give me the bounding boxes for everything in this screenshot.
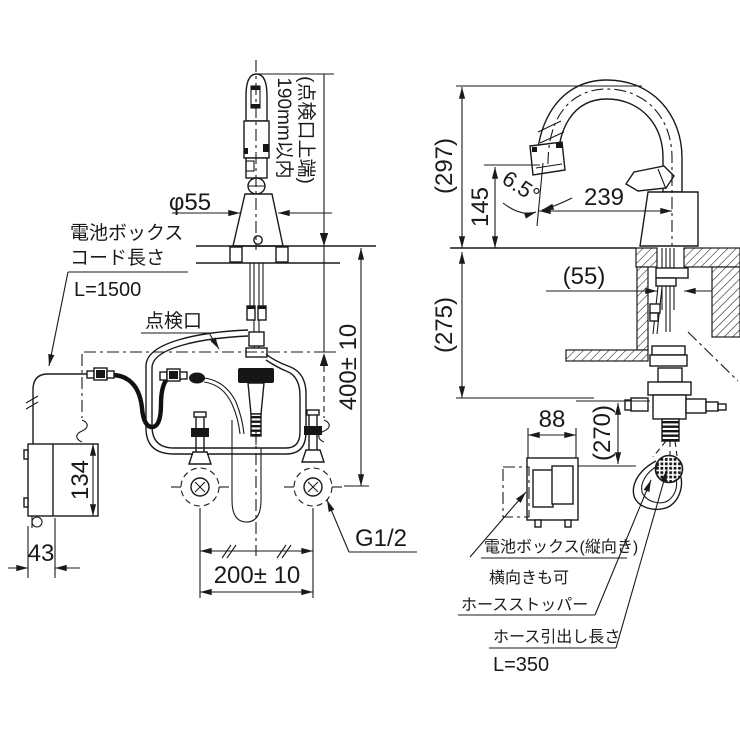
labels-side: 電池ボックス(縦向き) 横向きも可 ホースストッパー ホース引出し長さ L=35… xyxy=(458,469,668,676)
label-sideways-ok: 横向きも可 xyxy=(489,569,569,587)
cable-connector-1 xyxy=(86,367,115,381)
dim-hole-diameter: (55) xyxy=(563,263,606,290)
dim-under-counter: (275) xyxy=(431,297,458,353)
label-hose-stopper: ホースストッパー xyxy=(461,597,588,614)
supply-stop-right xyxy=(284,409,342,507)
label-battery-cord-3: L=1500 xyxy=(74,279,141,301)
dim-spout-height: 145 xyxy=(467,187,494,227)
counter-section-side xyxy=(450,247,740,382)
dim-total-height: (297) xyxy=(431,138,458,194)
dim-battery-height: 134 xyxy=(67,460,94,500)
dim-hose-drop: (270) xyxy=(589,405,616,461)
cable-connector-2 xyxy=(159,368,205,384)
shank-front xyxy=(238,263,274,445)
label-battery-box-side: 電池ボックス(縦向き) xyxy=(484,538,638,556)
label-thread-size: G1/2 xyxy=(355,525,407,552)
shank-side xyxy=(649,248,689,367)
dim-diameter: φ55 xyxy=(169,189,211,216)
label-battery-cord-1: 電池ボックス xyxy=(70,222,183,244)
faucet-body-side xyxy=(529,79,699,247)
supply-stop-left xyxy=(171,411,229,507)
dim-clearance-height-2: (点検口上端) xyxy=(295,76,317,184)
dim-spout-reach: 239 xyxy=(584,184,624,211)
hose-stopper xyxy=(654,454,684,484)
dim-clearance-height-1: 190mm以内 xyxy=(273,77,295,178)
dim-battery-width: 88 xyxy=(539,406,566,433)
battery-box-front xyxy=(23,443,99,528)
dim-pipe-pitch: 200± 10 xyxy=(214,562,301,589)
front-view: 190mm以内 (点検口上端) φ55 400± 10 134 43 xyxy=(8,60,417,598)
label-hose-pullout-value: L=350 xyxy=(493,654,549,676)
hose-loop-side xyxy=(632,460,683,511)
dimensions-front: 190mm以内 (点検口上端) φ55 400± 10 134 43 xyxy=(8,73,369,598)
hoses-front xyxy=(25,329,307,523)
dim-install-height: 400± 10 xyxy=(335,324,362,411)
centerlines-front xyxy=(76,60,336,556)
valve-assembly-side xyxy=(624,367,727,458)
labels-front: 電池ボックス コード長さ L=1500 点検口 G1/2 xyxy=(48,222,417,553)
dim-battery-depth: 43 xyxy=(28,540,55,567)
counter-deck-front xyxy=(196,245,376,264)
battery-box-side xyxy=(502,457,579,528)
side-view: (297) 145 6.5° 239 (55) (275) (270) xyxy=(431,79,740,676)
label-battery-cord-2: コード長さ xyxy=(70,248,165,269)
label-hose-pullout: ホース引出し長さ xyxy=(493,628,620,646)
label-inspection-port: 点検口 xyxy=(145,310,202,332)
